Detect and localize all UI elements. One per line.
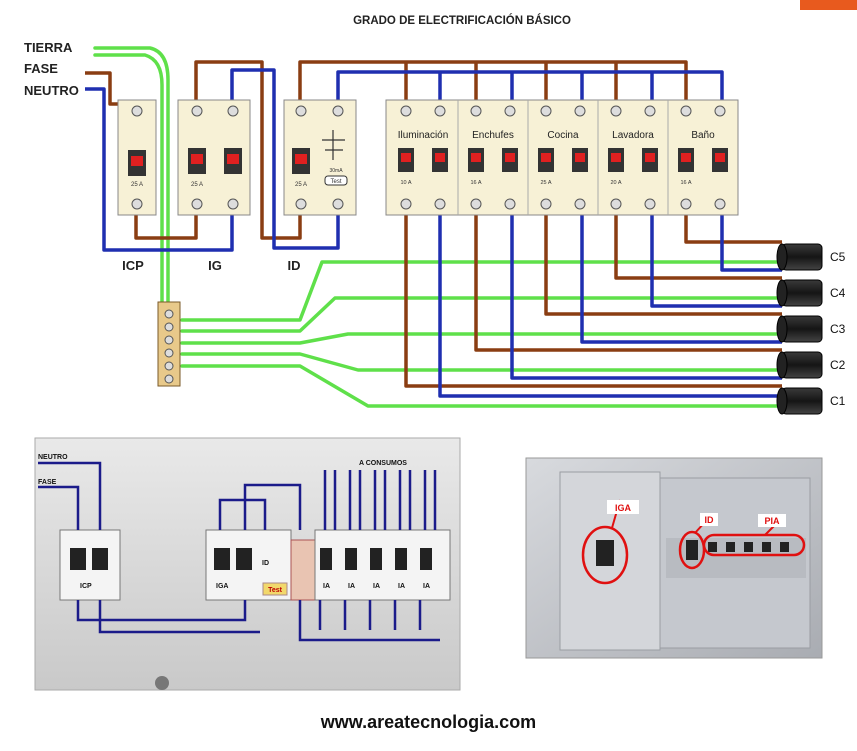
cable-c1: C1: [776, 387, 846, 415]
circuit-name: Cocina: [547, 130, 579, 141]
photo1-ia-2: IA: [348, 583, 355, 590]
photo1-ia-3: IA: [373, 583, 380, 590]
circuit-rating: 25 A: [540, 180, 551, 186]
corner-accent: [800, 0, 857, 10]
ig-breaker: 25 A: [177, 99, 251, 216]
photo1-fase-label: FASE: [38, 479, 57, 486]
icp-rating: 25 A: [131, 182, 143, 188]
photo2-id-label: ID: [705, 515, 715, 525]
cable-label: C2: [830, 358, 846, 372]
id-rating: 25 A: [295, 182, 307, 188]
circuit-rating: 20 A: [610, 180, 621, 186]
id-test-button: Test: [330, 179, 341, 185]
circuit-name: Baño: [691, 130, 715, 141]
breaker-box-photo: IGA ID PIA: [525, 457, 823, 659]
id-sensitivity: 30mA: [329, 168, 343, 174]
pia-panel: Iluminación 10 A Enchufes 16 A Cocina 25 A Lav…: [385, 99, 739, 216]
circuit-name: Lavadora: [612, 130, 654, 141]
footer-url: www.areatecnologia.com: [320, 712, 537, 732]
pia-breaker: Baño 16 A: [667, 100, 728, 215]
pia-breaker: Enchufes 16 A: [457, 100, 518, 215]
photo1-id-label: ID: [262, 560, 269, 567]
ig-label: IG: [208, 258, 222, 273]
neutral-wires: [85, 68, 782, 398]
pia-breaker: Iluminación 10 A: [398, 105, 449, 210]
pia-breaker: Lavadora 20 A: [597, 100, 658, 215]
photo2-pia-label: PIA: [764, 516, 780, 526]
photo1-test-label: Test: [268, 587, 283, 594]
distribution-board-photo: NEUTRO FASE A CONSUMOS ICP IGA ID Test I…: [34, 437, 461, 691]
id-label: ID: [288, 258, 301, 273]
cable-label: C5: [830, 250, 846, 264]
id-breaker: 25 A 30mA Test: [283, 99, 357, 216]
cable-c4: C4: [776, 279, 846, 307]
cable-c2: C2: [776, 351, 846, 379]
icp-label: ICP: [122, 258, 144, 273]
circuit-rating: 16 A: [470, 180, 481, 186]
ig-rating: 25 A: [191, 182, 203, 188]
photo1-iga-label: IGA: [216, 583, 228, 590]
circuit-name: Enchufes: [472, 130, 514, 141]
photo2-iga-label: IGA: [615, 503, 632, 513]
cable-label: C4: [830, 286, 846, 300]
circuit-name: Iluminación: [398, 130, 449, 141]
photo1-icp-label: ICP: [80, 583, 92, 590]
photo1-neutro-label: NEUTRO: [38, 454, 68, 461]
neutro-label: NEUTRO: [24, 83, 79, 98]
icp-breaker: 25 A: [117, 99, 157, 216]
phase-wires: [85, 60, 782, 388]
cable-c5: C5: [776, 243, 846, 271]
fase-label: FASE: [24, 61, 58, 76]
circuit-rating: 16 A: [680, 180, 691, 186]
photo1-ia-1: IA: [323, 583, 330, 590]
earth-terminal-bar: [157, 301, 181, 387]
diagram-title: GRADO DE ELECTRIFICACIÓN BÁSICO: [353, 14, 571, 27]
photo1-ia-4: IA: [398, 583, 405, 590]
cable-c3: C3: [776, 315, 846, 343]
cable-label: C3: [830, 322, 846, 336]
tierra-label: TIERRA: [24, 40, 73, 55]
photo1-ia-5: IA: [423, 583, 430, 590]
earth-wires: [93, 46, 784, 408]
photo1-consumos-label: A CONSUMOS: [359, 460, 407, 467]
pia-breaker: Cocina 25 A: [527, 100, 588, 215]
cable-label: C1: [830, 394, 846, 408]
circuit-rating: 10 A: [400, 180, 411, 186]
